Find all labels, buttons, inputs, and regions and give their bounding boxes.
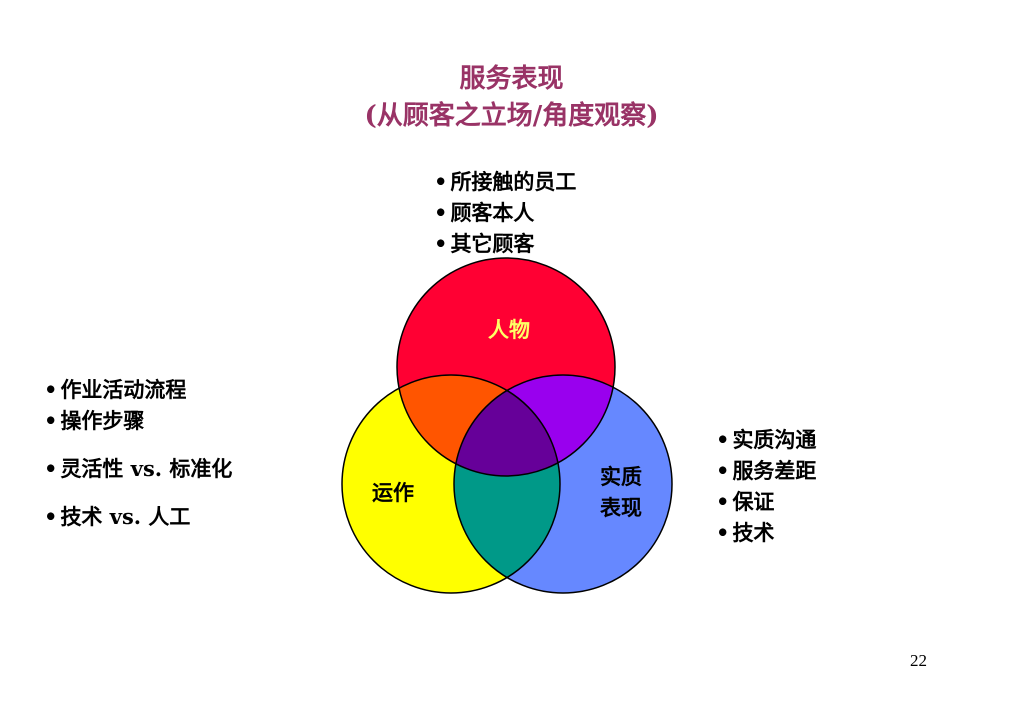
list-item: •服务差距 (716, 455, 816, 486)
people-label: 人物 (488, 317, 530, 342)
list-item-text: 技术 vs. 人工 (60, 504, 191, 529)
list-item-text: 保证 (732, 489, 775, 514)
operations-elements-list: •作业活动流程 •操作步骤 •灵活性 vs. 标准化 •技术 vs. 人工 (44, 374, 232, 532)
operations-label: 运作 (372, 480, 414, 505)
bullet: • (434, 200, 448, 225)
circle-outlines (341, 257, 673, 594)
list-item: •所接触的员工 (434, 166, 576, 197)
list-item-text: 操作步骤 (60, 408, 145, 433)
bullet: • (716, 489, 730, 514)
list-item: •技术 vs. 人工 (44, 501, 232, 532)
list-item: •实质沟通 (716, 424, 816, 455)
bullet: • (44, 456, 58, 481)
list-item: •其它顾客 (434, 228, 576, 259)
list-item-text: 灵活性 vs. 标准化 (60, 456, 233, 481)
list-item: •操作步骤 (44, 405, 232, 436)
list-item: •顾客本人 (434, 197, 576, 228)
center-overlap (454, 375, 560, 476)
list-item: •作业活动流程 (44, 374, 232, 405)
bullet: • (44, 504, 58, 529)
list-item-text: 其它顾客 (450, 231, 535, 256)
page-number: 22 (910, 651, 927, 670)
bullet: • (716, 520, 730, 545)
bullet: • (44, 377, 58, 402)
title-line-1: 服务表现 (459, 64, 564, 94)
list-item: •灵活性 vs. 标准化 (44, 453, 232, 484)
list-item-text: 实质沟通 (732, 427, 817, 452)
people-elements-list: •所接触的员工 •顾客本人 •其它顾客 (434, 166, 576, 259)
physical-label-line-1: 实质 (600, 464, 642, 489)
bullet: • (716, 427, 730, 452)
bullet: • (716, 458, 730, 483)
list-item-text: 作业活动流程 (60, 377, 187, 402)
list-item: •保证 (716, 486, 816, 517)
physical-label-line-2: 表现 (600, 495, 642, 520)
list-item-text: 技术 (732, 520, 775, 545)
bullet: • (434, 231, 448, 256)
list-item-text: 顾客本人 (450, 200, 535, 225)
physical-elements-list: •实质沟通 •服务差距 •保证 •技术 (716, 424, 816, 548)
bullet: • (44, 408, 58, 433)
title-line-2: (从顾客之立场/角度观察) (364, 101, 659, 131)
list-item-text: 服务差距 (732, 458, 817, 483)
list-item: •技术 (716, 517, 816, 548)
list-item-text: 所接触的员工 (450, 169, 577, 194)
bullet: • (434, 169, 448, 194)
